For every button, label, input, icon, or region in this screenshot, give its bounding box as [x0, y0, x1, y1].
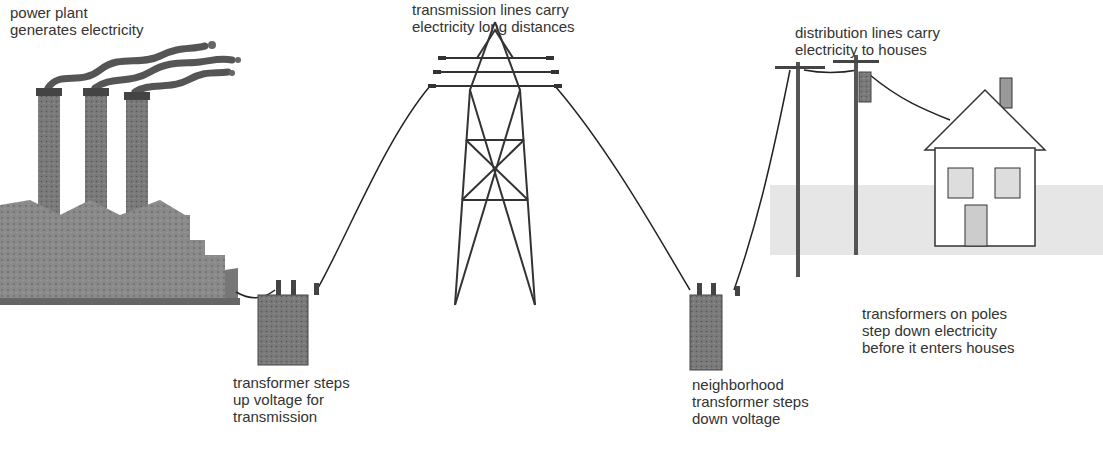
power-plant [0, 88, 240, 305]
caption-label: transformer steps up voltage for transmi… [233, 374, 361, 425]
tower-insulators [428, 56, 562, 88]
transmission-tower [430, 22, 558, 305]
caption-label: neighborhood transformer steps down volt… [692, 376, 820, 427]
smoke-puffs [208, 41, 241, 76]
caption-label: distribution lines carry electricity to … [795, 24, 967, 58]
step-up-transformer [258, 280, 319, 365]
house [925, 78, 1045, 246]
caption-label: transformers on poles step down electric… [862, 305, 1037, 356]
neighborhood-transformer [690, 283, 740, 370]
smoke-plumes [48, 46, 232, 92]
caption-label: power plant generates electricity [10, 4, 150, 38]
power-lines [236, 70, 950, 298]
caption-label: transmission lines carry electricity lon… [412, 1, 590, 35]
utility-poles [775, 55, 879, 277]
